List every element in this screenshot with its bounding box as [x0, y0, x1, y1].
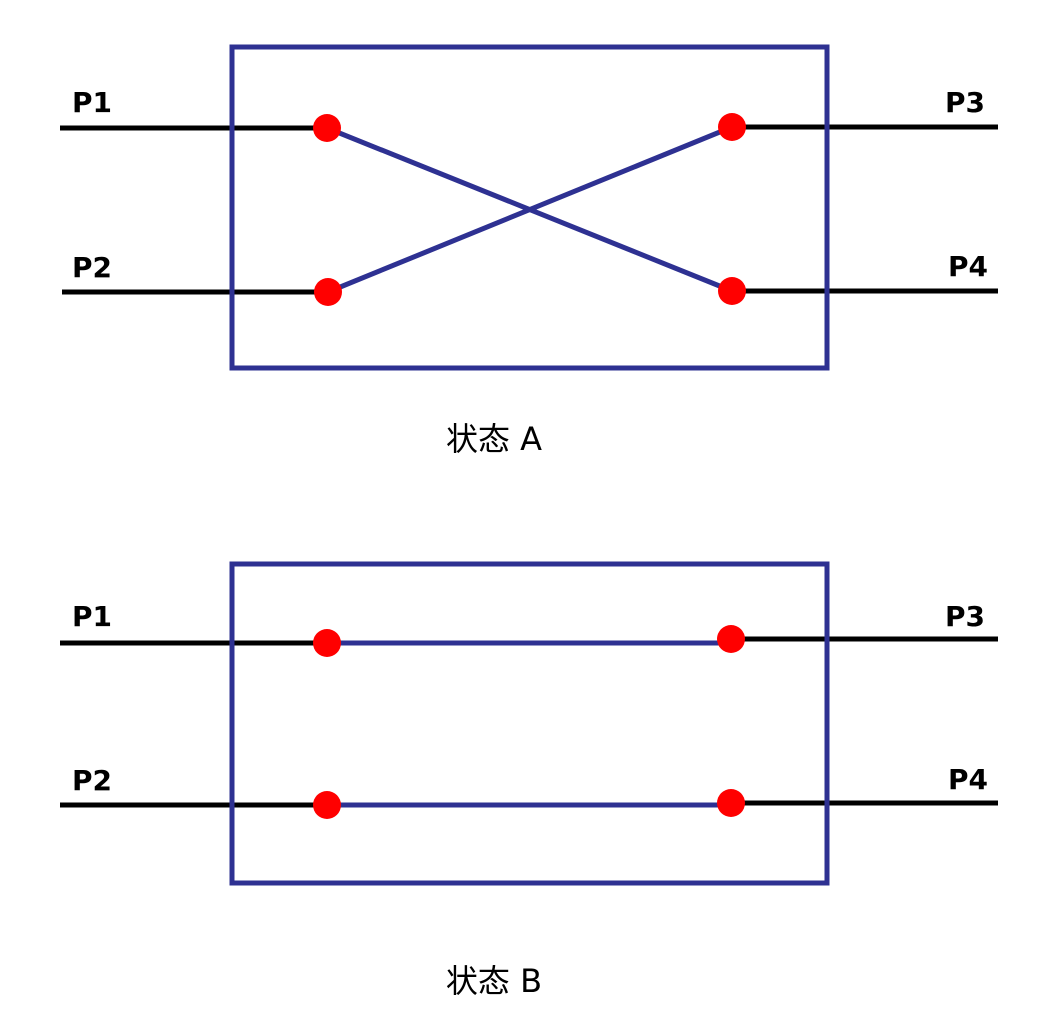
node-p4 [717, 789, 745, 817]
node-p3 [718, 113, 746, 141]
port-label-p4: P4 [948, 763, 988, 796]
state-caption: 状态 A [446, 420, 542, 458]
port-label-p1: P1 [72, 86, 112, 119]
node-p2 [313, 791, 341, 819]
node-p4 [718, 277, 746, 305]
port-label-p3: P3 [945, 600, 985, 633]
node-p1 [313, 114, 341, 142]
state-caption: 状态 B [446, 962, 542, 1000]
port-label-p3: P3 [945, 86, 985, 119]
state-b: P1 P2 P3 P4 状态 B [60, 561, 998, 1000]
port-label-p2: P2 [72, 251, 112, 284]
switch-box [229, 44, 830, 371]
port-label-p1: P1 [72, 600, 112, 633]
port-label-p4: P4 [948, 250, 988, 283]
node-p1 [313, 629, 341, 657]
link-p2-p3 [327, 124, 733, 295]
node-p2 [314, 278, 342, 306]
port-label-p2: P2 [72, 764, 112, 797]
state-a: P1 P2 P3 P4 状态 A [60, 44, 998, 458]
switch-box [229, 561, 830, 886]
node-p3 [717, 625, 745, 653]
